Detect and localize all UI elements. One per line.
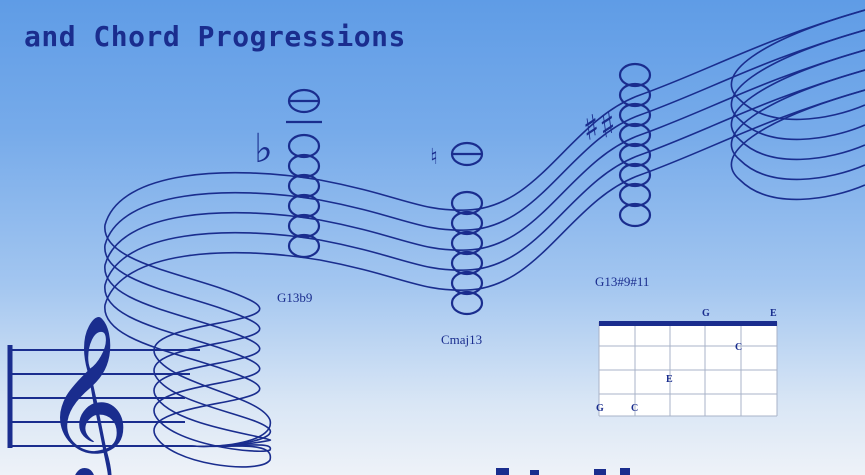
note-head [618, 182, 652, 208]
cover-subtitle: and Chord Progressions [24, 20, 406, 53]
chord-cmaj13 [450, 141, 484, 316]
fretboard-background [599, 322, 777, 416]
sharp-icon: ♯♯ [580, 105, 618, 149]
chord-label: Cmaj13 [441, 332, 482, 347]
note-head [450, 210, 484, 236]
chord-g13s9s11 [618, 62, 652, 228]
note-head [287, 153, 321, 179]
letter-fragment [594, 469, 606, 475]
treble-staff [7, 345, 200, 448]
fret-note: E [666, 374, 673, 385]
ribbon-line-left [104, 191, 321, 448]
note-head [618, 122, 652, 148]
letter-fragment [530, 470, 539, 475]
note-head [450, 270, 484, 296]
flat-icon: ♭ [254, 126, 273, 172]
fret-note: E [770, 308, 777, 319]
chord-label: G13b9 [277, 290, 312, 305]
fretboard-diagram: G E C E G C [596, 308, 778, 417]
note-head [287, 213, 321, 239]
note-head [618, 62, 652, 88]
letter-fragment [620, 468, 630, 475]
ribbon-line-wave [319, 29, 865, 231]
ribbon-line-left [104, 211, 321, 448]
ribbon-line-wave [319, 49, 865, 251]
note-head [450, 250, 484, 276]
note-head [287, 193, 321, 219]
fret-note: G [702, 308, 710, 319]
fret-note: C [631, 403, 638, 414]
note-head [618, 102, 652, 128]
ribbon-line-right-loop [730, 49, 865, 161]
ribbon-line-right-loop [730, 89, 865, 201]
natural-icon: ♮ [430, 145, 438, 170]
fretboard-nut [599, 321, 777, 326]
note-head [450, 190, 484, 216]
ribbon-line-right-loop [730, 29, 865, 141]
note-head [450, 290, 484, 316]
note-head [618, 142, 652, 168]
ribbon-staff [104, 9, 865, 468]
ribbon-line-left [104, 171, 321, 448]
chord-g13b9 [286, 88, 322, 259]
ribbon-line-wave [319, 9, 865, 211]
note-head [287, 133, 321, 159]
note-head [450, 230, 484, 256]
treble-clef-icon: 𝄞 [42, 314, 131, 475]
ribbon-line-right-loop [730, 69, 865, 181]
note-head [618, 82, 652, 108]
fret-note: G [596, 403, 604, 414]
ribbon-line-left [104, 231, 321, 453]
fret-note: C [735, 342, 742, 353]
note-head [287, 173, 321, 199]
letter-fragment [496, 468, 509, 475]
ribbon-line-right-loop [730, 9, 865, 121]
note-head [287, 233, 321, 259]
ribbon-line-wave [319, 69, 865, 271]
ribbon-line-left [104, 251, 321, 468]
ribbon-line-wave [319, 89, 865, 291]
chord-label: G13#9#11 [595, 274, 649, 289]
note-head [618, 162, 652, 188]
note-head [618, 202, 652, 228]
cropped-title-fragment [496, 468, 630, 475]
